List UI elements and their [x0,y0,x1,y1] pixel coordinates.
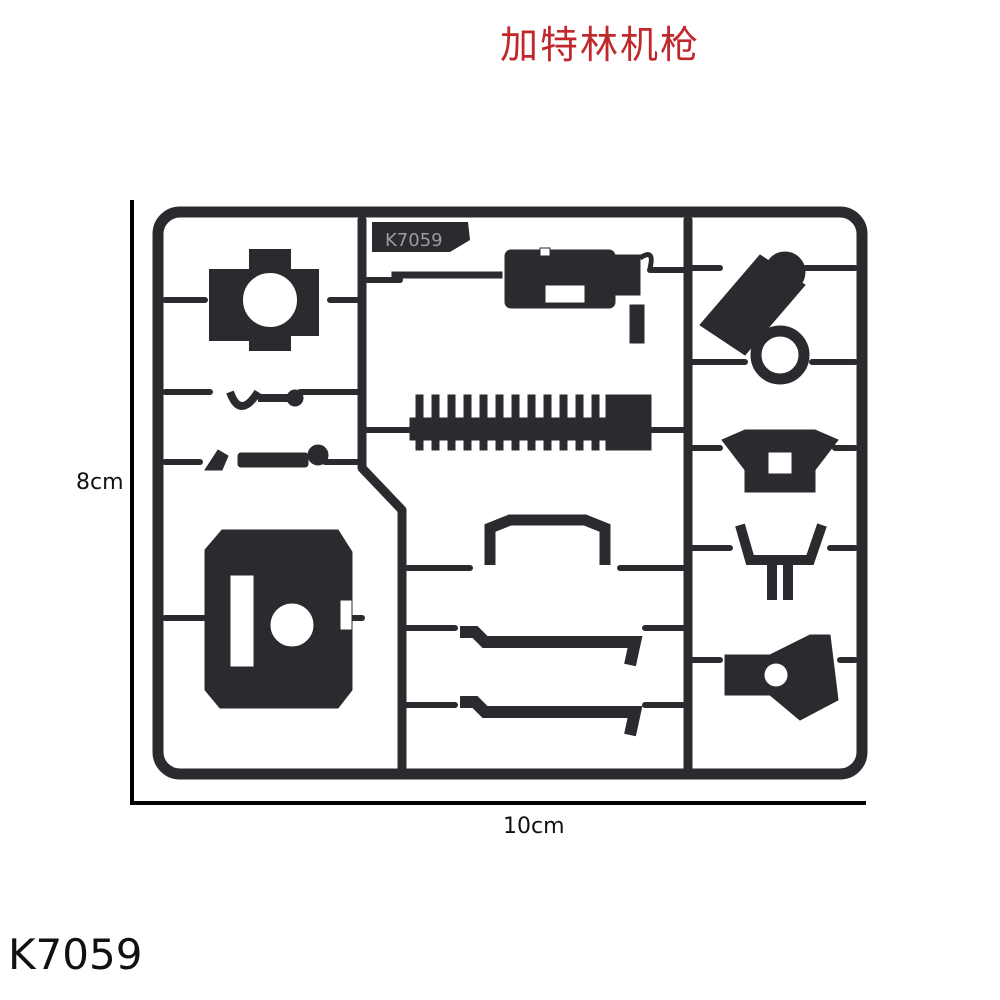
sprue-left-divider [357,215,407,773]
gun-body-part [391,247,654,344]
width-label: 10cm [503,814,565,839]
claw-part [226,389,290,410]
handle-part [204,444,329,471]
width-dimension-line [130,801,866,805]
height-dimension-line [130,200,134,804]
mount-ring-part [209,249,319,351]
fork-clip-part [735,523,827,600]
bracket-plate-part [724,634,839,721]
sprue-tag-label: K7059 [385,230,443,251]
sprue-outer-frame [152,206,868,780]
square-clip-part [721,429,839,493]
height-label: 8cm [76,470,124,495]
product-title: 加特林机枪 [500,23,701,67]
rifle-part-1 [460,626,643,667]
product-code: K7059 [8,930,143,979]
sprue-tag: K7059 [372,222,470,252]
ring-part [750,325,810,385]
back-plate-part [204,529,353,709]
rifle-part-2 [460,696,643,737]
bipod-part [484,514,611,565]
ammo-belt-part [409,394,652,451]
gatling-barrel-part [699,251,806,356]
